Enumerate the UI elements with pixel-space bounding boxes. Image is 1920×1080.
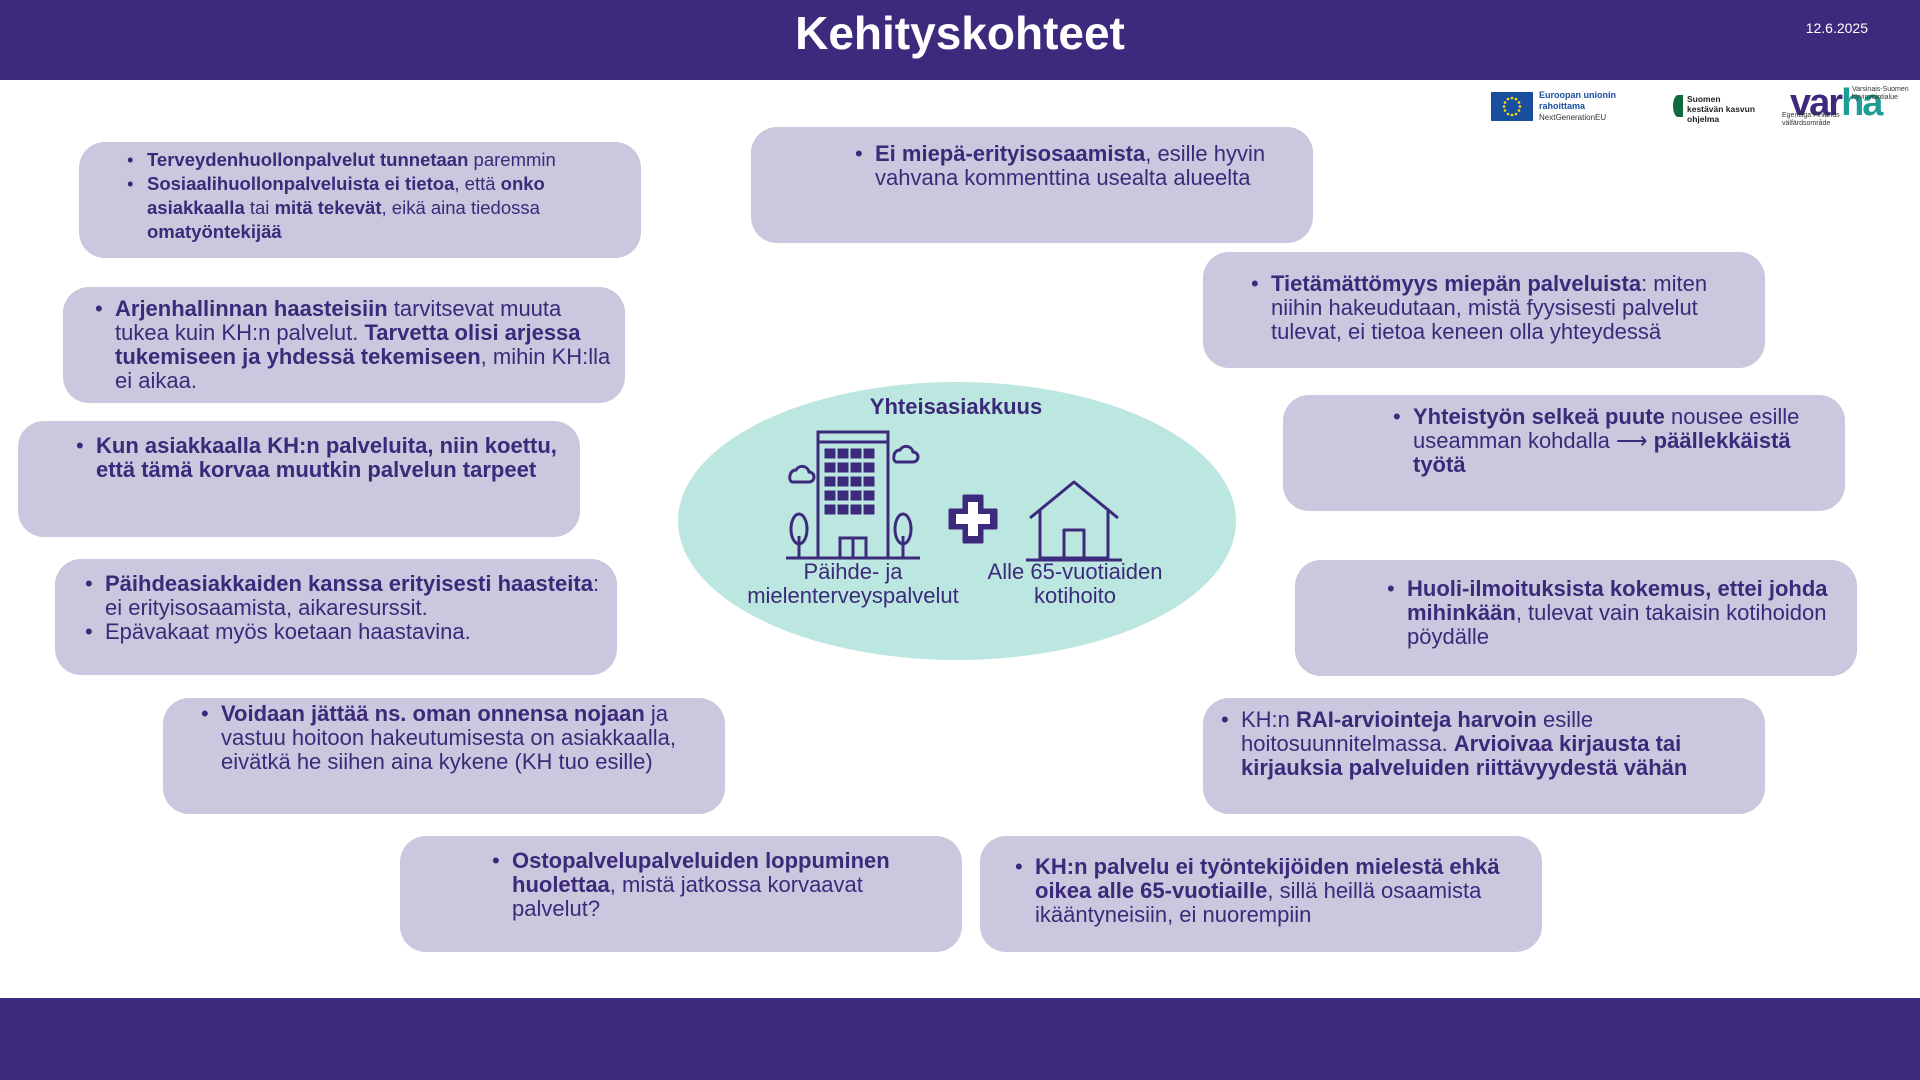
center-title: Yhteisasiakkuus: [869, 394, 1043, 419]
house-icon: [1026, 480, 1122, 562]
footer-bar: [0, 998, 1920, 1080]
bullet-item: KH:n RAI-arviointeja harvoin esille hoit…: [1221, 708, 1755, 780]
bubble-concern-reports: Huoli-ilmoituksista kokemus, ettei johda…: [1295, 560, 1857, 676]
bullet-item: Ei miepä-erityisosaamista, esille hyvin …: [855, 142, 1293, 190]
bubble-left-alone: Voidaan jättää ns. oman onnensa nojaan j…: [163, 698, 725, 814]
bullet-item: Kun asiakkaalla KH:n palveluita, niin ko…: [76, 434, 570, 482]
bullet-item: Päihdeasiakkaiden kanssa erityisesti haa…: [85, 572, 607, 620]
bubble-under-65-fit: KH:n palvelu ei työntekijöiden mielestä …: [980, 836, 1542, 952]
skk-logo: Suomen kestävän kasvun ohjelma: [1673, 92, 1768, 126]
bubble-rai-assessments: KH:n RAI-arviointeja harvoin esille hoit…: [1203, 698, 1765, 814]
bubble-service-unawareness: Tietämättömyys miepän palveluista: miten…: [1203, 252, 1765, 368]
bullet-item: Epävakaat myös koetaan haastavina.: [85, 620, 607, 645]
skk-logo-icon: [1673, 95, 1683, 117]
bubble-mental-health-expertise: Ei miepä-erityisosaamista, esille hyvin …: [751, 127, 1313, 243]
bullet-item: Huoli-ilmoituksista kokemus, ettei johda…: [1387, 577, 1847, 649]
eu-logo-text: Euroopan unionin rahoittama NextGenerati…: [1539, 90, 1616, 122]
bubble-home-care-replaces: Kun asiakkaalla KH:n palveluita, niin ko…: [18, 421, 580, 537]
bullet-item: Ostopalvelupalveluiden loppuminen huolet…: [492, 849, 952, 921]
plus-icon: [948, 494, 998, 544]
bullet-item: Yhteistyön selkeä puute nousee esille us…: [1393, 405, 1835, 477]
bullet-item: Sosiaalihuollonpalveluista ei tietoa, et…: [127, 172, 625, 244]
bubble-daily-life-support: Arjenhallinnan haasteisiin tarvitsevat m…: [63, 287, 625, 403]
building-icon: [786, 430, 920, 560]
slide-date: 12.6.2025: [1805, 20, 1868, 36]
bullet-item: Terveydenhuollonpalvelut tunnetaan parem…: [127, 148, 625, 172]
bullet-item: Tietämättömyys miepän palveluista: miten…: [1251, 272, 1755, 344]
eu-flag-icon: [1491, 92, 1533, 121]
bubble-cooperation-lack: Yhteistyön selkeä puute nousee esille us…: [1283, 395, 1845, 511]
bullet-item: Arjenhallinnan haasteisiin tarvitsevat m…: [95, 297, 615, 393]
skk-logo-text: Suomen kestävän kasvun ohjelma: [1687, 94, 1756, 124]
bubble-outsourced-services: Ostopalvelupalveluiden loppuminen huolet…: [400, 836, 962, 952]
bullet-item: Voidaan jättää ns. oman onnensa nojaan j…: [201, 702, 715, 774]
varha-wordmark: varha: [1790, 82, 1883, 124]
page-title: Kehityskohteet: [795, 7, 1125, 59]
bubble-service-awareness: Terveydenhuollonpalvelut tunnetaan parem…: [79, 142, 641, 258]
header-bar: [0, 0, 1920, 80]
eu-funding-logo: Euroopan unionin rahoittama NextGenerati…: [1491, 90, 1631, 124]
bubble-substance-clients: Päihdeasiakkaiden kanssa erityisesti haa…: [55, 559, 617, 675]
bullet-item: KH:n palvelu ei työntekijöiden mielestä …: [1015, 855, 1532, 927]
